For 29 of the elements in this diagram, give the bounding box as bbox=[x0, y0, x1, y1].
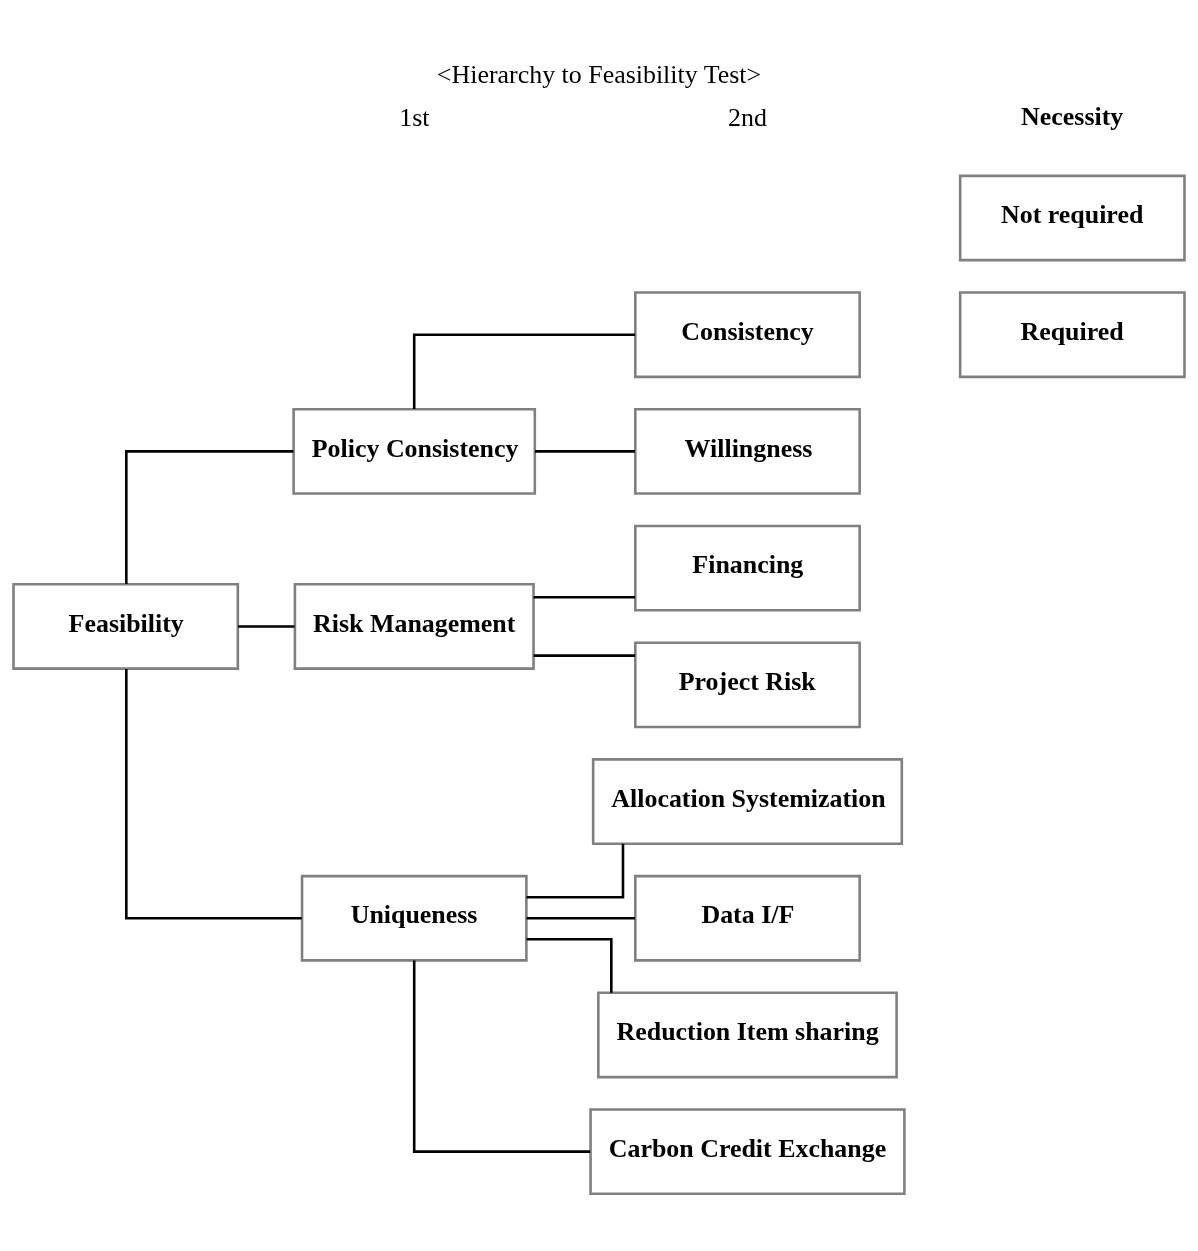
node-box: Feasibility bbox=[12, 583, 240, 670]
node-box: Data I/F bbox=[634, 874, 861, 962]
node-box: Financing bbox=[634, 524, 861, 612]
node-box: Carbon Credit Exchange bbox=[589, 1108, 906, 1196]
connector bbox=[125, 668, 302, 920]
diagram-title: <Hierarchy to Feasibility Test> bbox=[436, 60, 762, 90]
connector bbox=[533, 596, 636, 599]
label: 1st bbox=[399, 102, 430, 132]
connector bbox=[526, 938, 613, 993]
connector bbox=[412, 960, 591, 1153]
connector bbox=[526, 843, 625, 899]
node-box: Policy Consistency bbox=[292, 407, 537, 495]
node-box: Project Risk bbox=[634, 641, 861, 729]
connector bbox=[412, 333, 636, 409]
node-box: Allocation Systemization bbox=[591, 758, 904, 845]
node-box: Required bbox=[958, 291, 1186, 379]
node-box: Consistency bbox=[634, 291, 861, 379]
connector bbox=[238, 625, 295, 628]
node-box: Risk Management bbox=[293, 583, 535, 670]
node-box: Uniqueness bbox=[300, 874, 528, 962]
connector bbox=[125, 450, 294, 585]
connector bbox=[526, 916, 636, 920]
label: 2nd bbox=[728, 102, 767, 132]
connector bbox=[535, 450, 635, 453]
node-box: Willingness bbox=[634, 407, 861, 495]
node-box: Reduction Item sharing bbox=[597, 991, 898, 1079]
connector bbox=[533, 654, 636, 657]
node-box: Not required bbox=[958, 174, 1186, 262]
label: Necessity bbox=[1021, 101, 1124, 131]
